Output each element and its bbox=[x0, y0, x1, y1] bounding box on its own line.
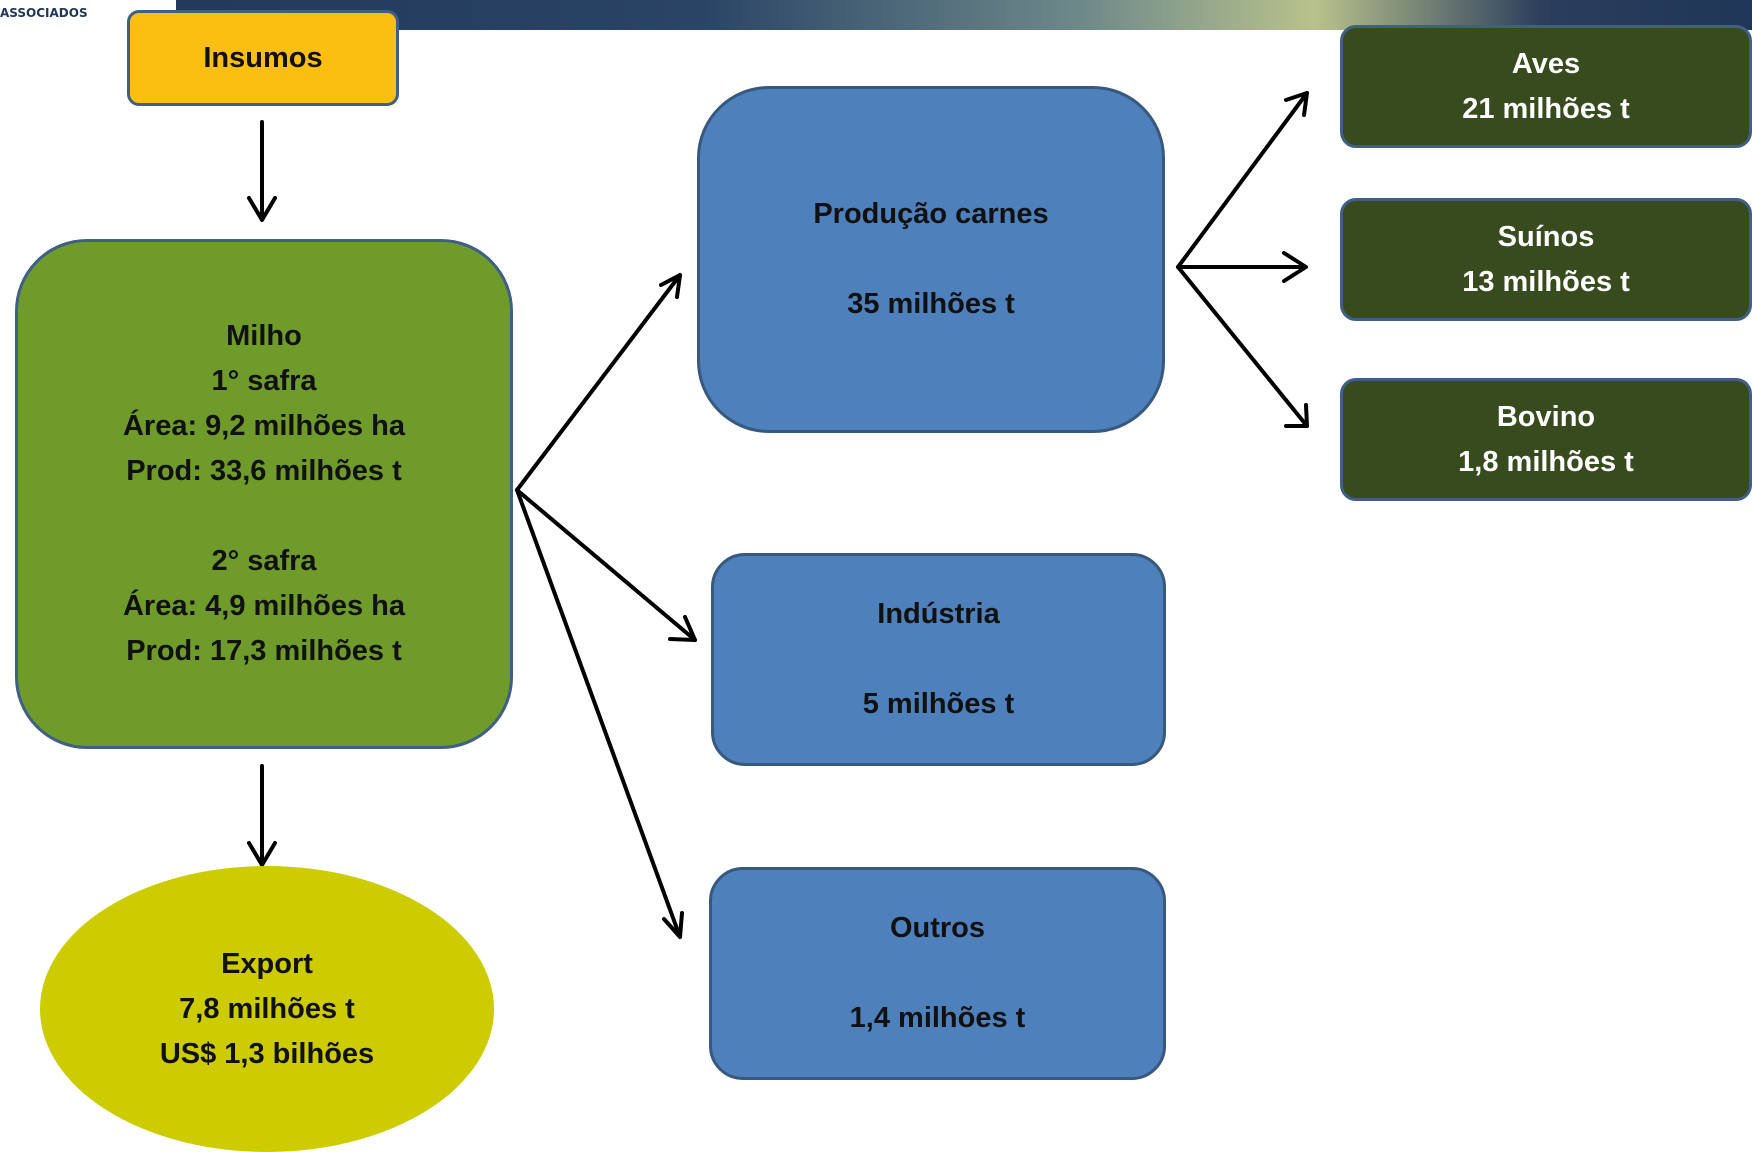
safra1-label: 1° safra bbox=[211, 365, 317, 397]
milho-title: Milho bbox=[226, 320, 302, 352]
industria-volume: 5 milhões t bbox=[862, 688, 1015, 720]
export-volume: 7,8 milhões t bbox=[179, 992, 355, 1025]
safra2-prod: Prod: 17,3 milhões t bbox=[126, 635, 402, 667]
industria-title: Indústria bbox=[877, 598, 1000, 630]
insumos-label: Insumos bbox=[203, 41, 323, 74]
arrow-producao-aves bbox=[1176, 91, 1309, 269]
export-title: Export bbox=[221, 947, 313, 980]
outros-title: Outros bbox=[889, 912, 986, 944]
producao-carnes-node: Produção carnes 35 milhões t bbox=[697, 86, 1165, 433]
outros-volume: 1,4 milhões t bbox=[849, 1002, 1026, 1034]
producao-carnes-volume: 35 milhões t bbox=[847, 288, 1015, 320]
safra1-prod: Prod: 33,6 milhões t bbox=[126, 455, 402, 487]
arrow-insumos-milho bbox=[247, 120, 277, 222]
industria-node: Indústria 5 milhões t bbox=[711, 553, 1166, 766]
arrow-milho-export bbox=[247, 764, 277, 867]
bovino-node: Bovino 1,8 milhões t bbox=[1340, 378, 1752, 501]
logo-text: ASSOCIADOS bbox=[0, 6, 88, 20]
suinos-node: Suínos 13 milhões t bbox=[1340, 198, 1752, 321]
arrow-producao-suinos bbox=[1176, 251, 1308, 283]
suinos-title: Suínos bbox=[1497, 220, 1595, 253]
outros-node: Outros 1,4 milhões t bbox=[709, 867, 1166, 1080]
aves-volume: 21 milhões t bbox=[1462, 92, 1630, 125]
export-node: Export 7,8 milhões t US$ 1,3 bilhões bbox=[40, 866, 494, 1152]
producao-carnes-title: Produção carnes bbox=[813, 198, 1049, 230]
bovino-volume: 1,8 milhões t bbox=[1458, 445, 1634, 478]
aves-title: Aves bbox=[1511, 47, 1581, 80]
arrow-milho-industria bbox=[515, 488, 697, 642]
suinos-volume: 13 milhões t bbox=[1462, 265, 1630, 298]
export-value: US$ 1,3 bilhões bbox=[159, 1037, 375, 1070]
milho-node: Milho 1° safra Área: 9,2 milhões ha Prod… bbox=[15, 239, 513, 749]
arrow-milho-outros bbox=[515, 488, 684, 939]
safra2-label: 2° safra bbox=[211, 545, 317, 577]
safra2-area: Área: 4,9 milhões ha bbox=[122, 590, 406, 622]
insumos-node: Insumos bbox=[127, 10, 399, 106]
bovino-title: Bovino bbox=[1496, 400, 1596, 433]
arrow-milho-producao bbox=[515, 273, 682, 492]
arrow-producao-bovino bbox=[1176, 265, 1309, 428]
aves-node: Aves 21 milhões t bbox=[1340, 25, 1752, 148]
safra1-area: Área: 9,2 milhões ha bbox=[122, 410, 406, 442]
